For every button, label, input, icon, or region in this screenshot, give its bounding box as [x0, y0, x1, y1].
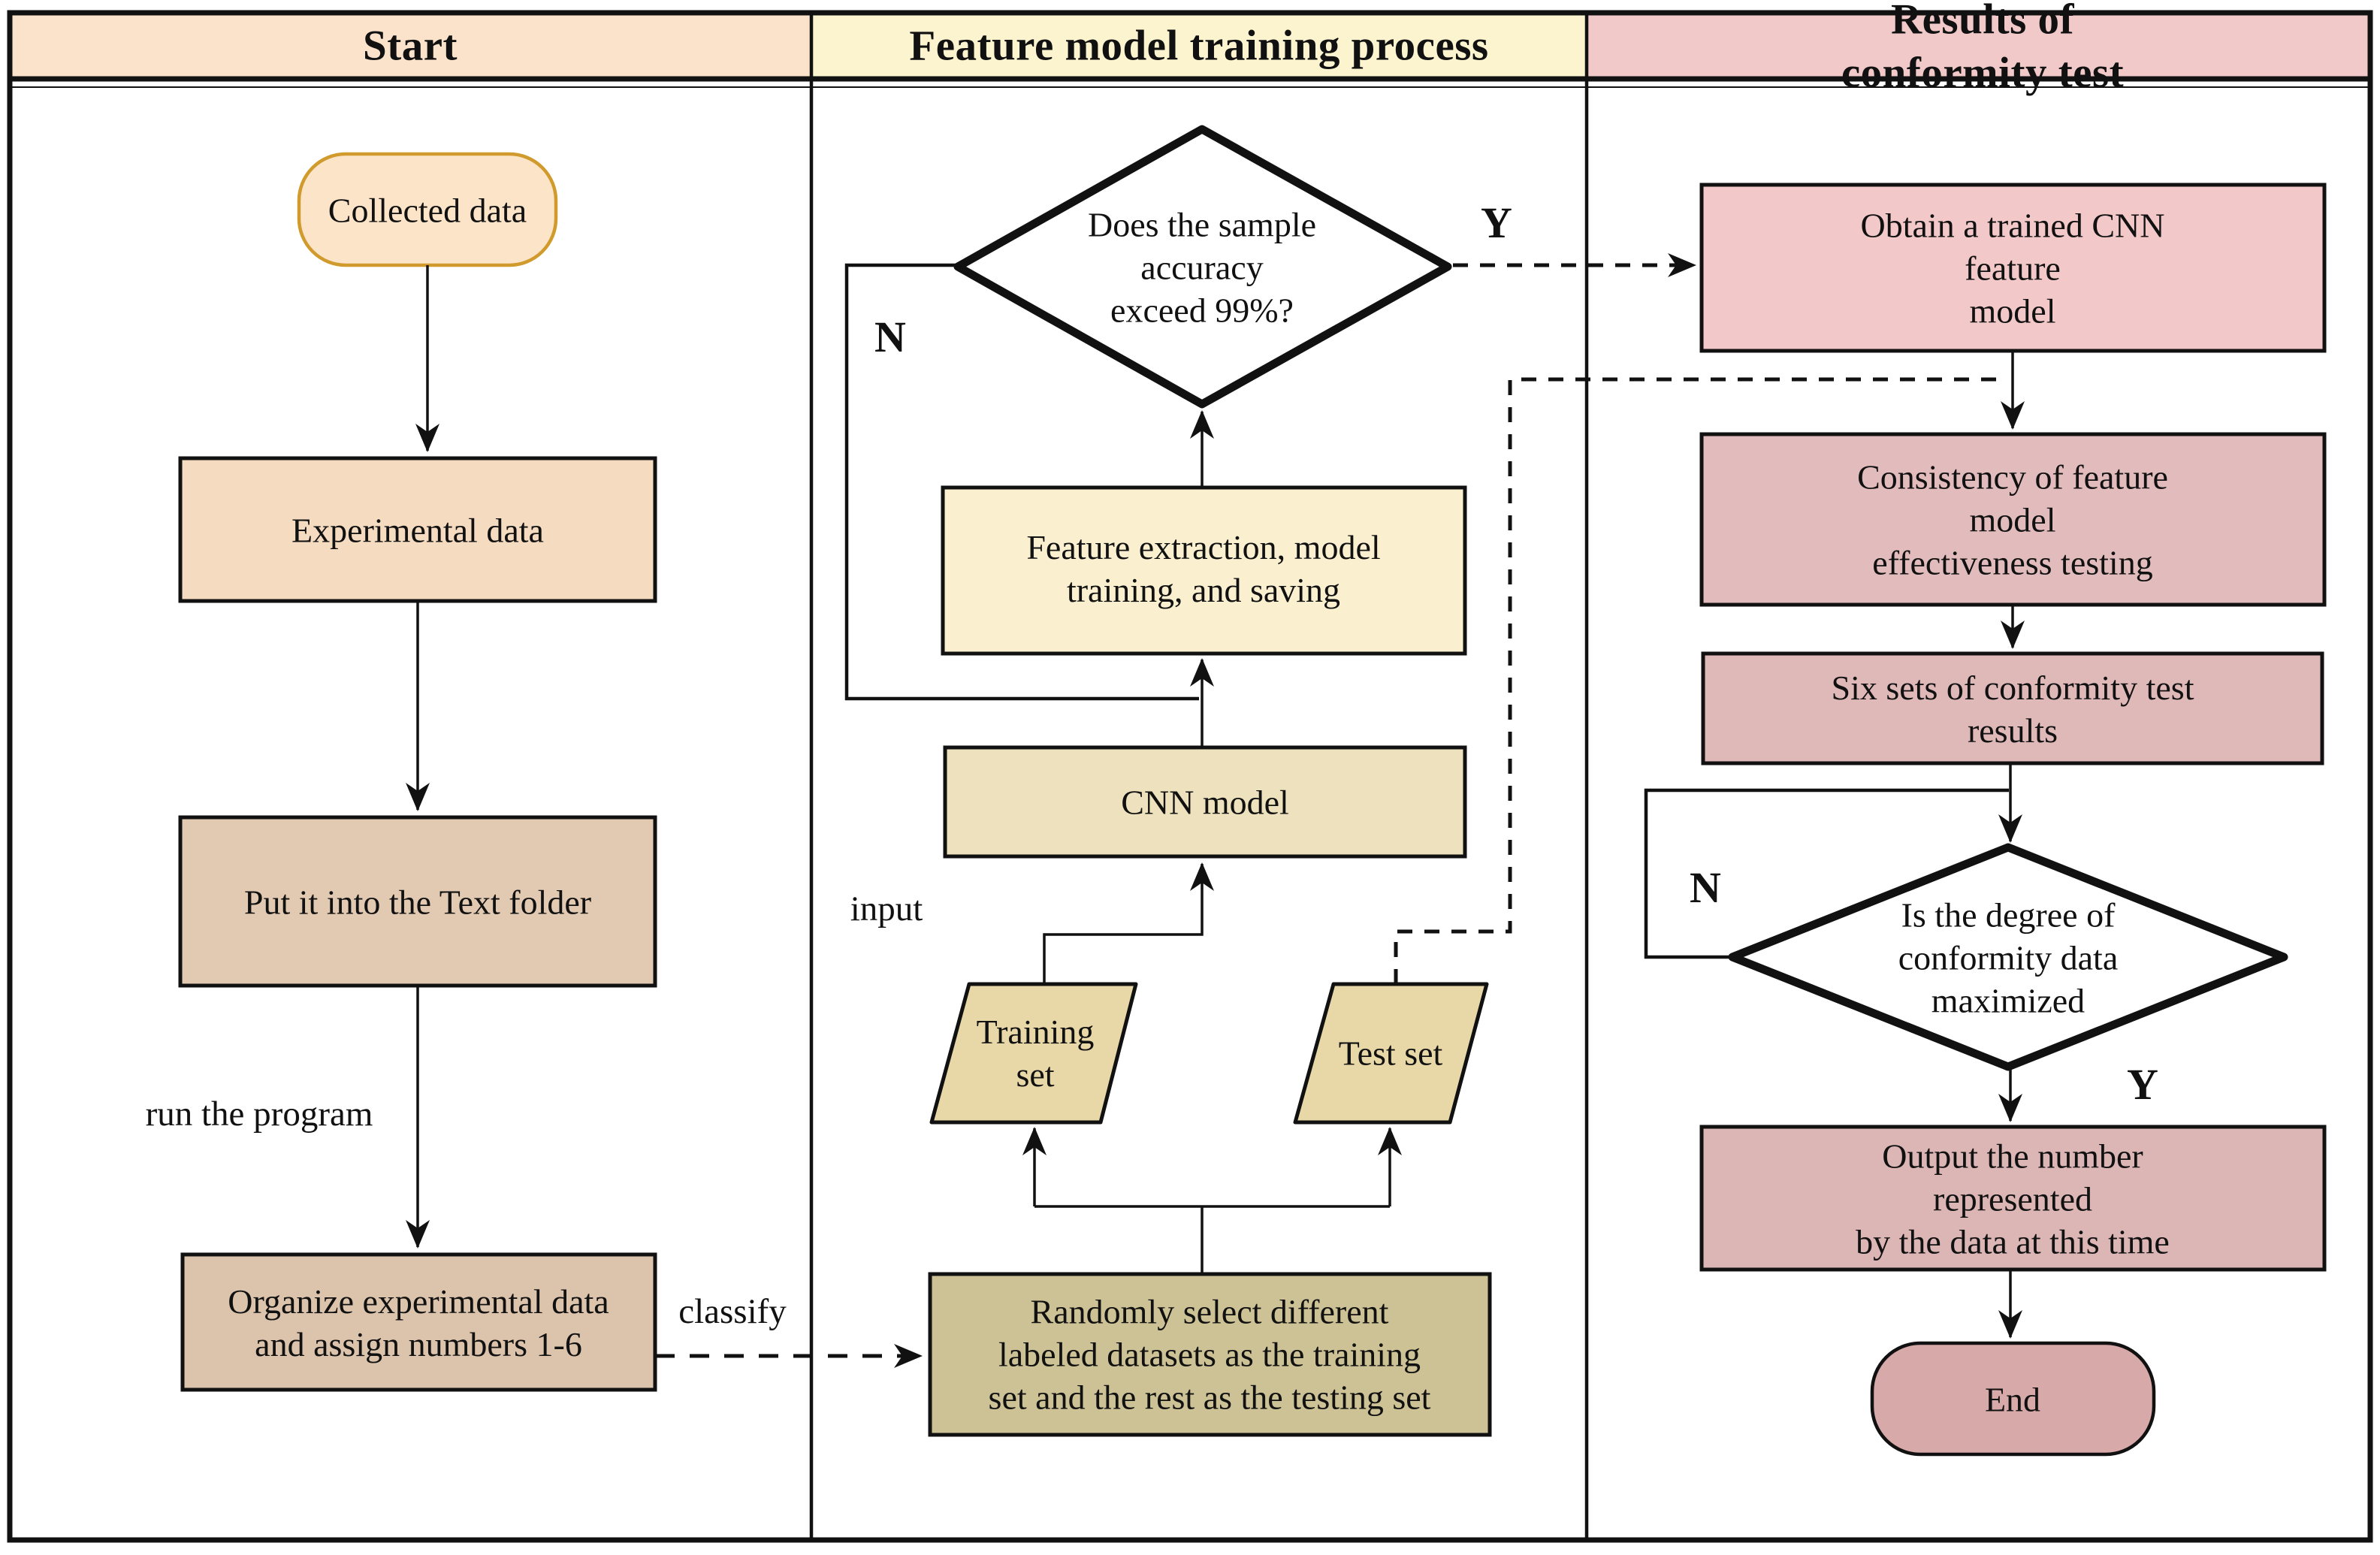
test-set-node [1293, 982, 1489, 1125]
experimental-data-node [178, 456, 657, 603]
end-label: End [1984, 1380, 2041, 1419]
classify-label: classify [678, 1291, 787, 1331]
feature-extraction-label: Feature extraction, model training, and … [1026, 527, 1381, 609]
put-into-text-folder-node [178, 815, 657, 988]
yes-label-results: Y [2127, 1060, 2158, 1110]
no-label-results: N [1690, 863, 1721, 913]
collected-data-label: Collected data [328, 191, 527, 230]
header-training: Feature model training process [909, 22, 1489, 70]
put-into-label: Put it into the Text folder [243, 883, 592, 922]
no-label-training: N [874, 313, 906, 362]
outer-frame [7, 10, 2373, 1543]
edge-trainingset-to-cnn [1043, 862, 1214, 984]
header-training-band [811, 13, 1587, 79]
run-program-label: run the program [145, 1094, 373, 1134]
consistency-label: Consistency of feature model effectivene… [1857, 457, 2168, 582]
accuracy-question-label: Does the sample accuracy exceed 99%? [1087, 205, 1317, 330]
accuracy-decision-diamond [953, 125, 1452, 409]
yes-label-training: Y [1481, 198, 1512, 248]
six-sets-label: Six sets of conformity test results [1831, 668, 2194, 750]
obtain-model-label: Obtain a trained CNN feature model [1860, 206, 2165, 331]
feature-extraction-node [941, 485, 1467, 656]
output-number-label: Output the number represented by the dat… [1856, 1137, 2170, 1261]
edge-testset-dashed-to-consistency [1394, 377, 2000, 984]
consistency-testing-node [1699, 432, 2327, 607]
maximized-question-label: Is the degree of conformity data maximiz… [1898, 895, 2119, 1020]
maximized-decision-diamond [1728, 843, 2288, 1071]
end-node [1870, 1341, 2156, 1457]
header-start: Start [363, 22, 458, 70]
header-results: Results of conformity test [1841, 0, 2125, 96]
organize-data-node [180, 1252, 657, 1392]
test-set-label: Test set [1338, 1034, 1443, 1073]
edge-results-no-loop [1644, 788, 2009, 959]
training-set-label: Training set [976, 1012, 1095, 1094]
experimental-data-label: Experimental data [291, 511, 544, 550]
cnn-model-node [943, 745, 1467, 859]
edge-no-loop [844, 263, 1199, 701]
cnn-model-label: CNN model [1121, 783, 1289, 822]
training-set-node [929, 982, 1138, 1125]
header-results-band [1587, 13, 2370, 79]
organize-label: Organize experimental data and assign nu… [228, 1282, 609, 1363]
six-sets-node [1701, 651, 2324, 765]
random-select-label: Randomly select different labeled datase… [988, 1292, 1431, 1417]
random-select-node [928, 1272, 1492, 1437]
output-number-node [1699, 1125, 2327, 1272]
input-label: input [850, 889, 923, 928]
header-start-band [10, 13, 811, 79]
